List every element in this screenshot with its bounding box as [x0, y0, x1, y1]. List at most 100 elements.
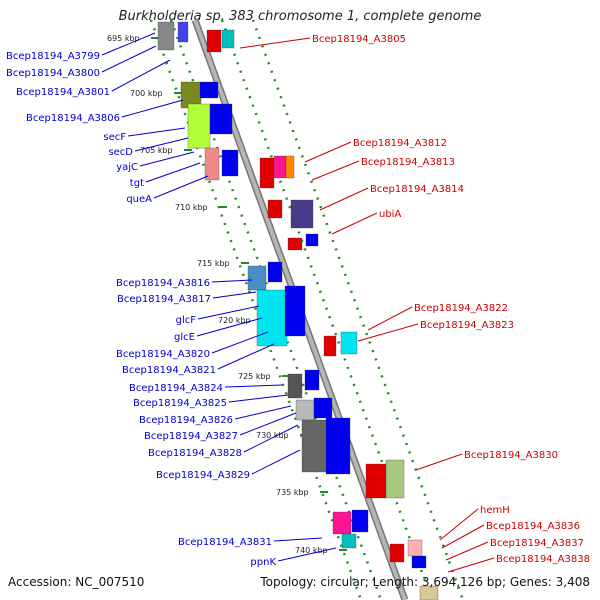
gene-arrow [351, 509, 369, 533]
left-leader-line [277, 547, 337, 562]
left-gene-label: Bcep18194_A3800 [6, 68, 100, 79]
left-gene-label: Bcep18194_A3829 [156, 470, 250, 481]
left-gene-label: Bcep18194_A3801 [16, 87, 110, 98]
left-gene-label: ppnK [250, 557, 276, 568]
gene-block [204, 147, 220, 181]
left-gene-label: Bcep18194_A3799 [6, 51, 100, 62]
right-track-outer [251, 19, 465, 600]
kbp-label: 710 kbp [175, 203, 208, 212]
right-leader-line [415, 453, 463, 471]
left-leader-line [121, 99, 184, 118]
gene-arrow [305, 233, 319, 247]
gene-block [187, 103, 211, 149]
gene-block [256, 289, 288, 347]
right-leader-line [439, 508, 479, 541]
right-leader-line [304, 141, 352, 163]
right-gene-label: Bcep18194_A3812 [353, 138, 447, 149]
gene-block-r [285, 155, 295, 179]
left-track-inner [169, 19, 383, 600]
left-gene-label: Bcep18194_A3816 [116, 278, 210, 289]
topology-label: Topology: circular; Length: 3,694,126 bp… [260, 575, 590, 589]
kbp-label: 715 kbp [197, 259, 230, 268]
gene-arrow [313, 397, 333, 419]
gene-block-r [419, 585, 439, 600]
gene-block-r [273, 155, 287, 179]
right-gene-label: Bcep18194_A3838 [496, 554, 590, 565]
gene-block-r [385, 459, 405, 499]
right-gene-label: Bcep18194_A3813 [361, 157, 455, 168]
right-leader-line [445, 541, 489, 561]
gene-arrow [177, 21, 189, 43]
left-gene-label: Bcep18194_A3828 [148, 448, 242, 459]
right-leader-line [239, 37, 311, 49]
left-leader-line [273, 537, 323, 542]
accession-label: Accession: NC_007510 [8, 575, 145, 589]
gene-block [295, 399, 315, 421]
gene-block-r [221, 29, 235, 49]
left-leader-line [239, 412, 297, 436]
gene-arrow-r [267, 199, 283, 219]
left-leader-line [243, 424, 299, 453]
left-leader-line [153, 175, 209, 199]
kbp-label: 695 kbp [107, 34, 140, 43]
right-leader-line [331, 212, 378, 235]
gene-block [332, 511, 352, 535]
right-leader-line [311, 160, 360, 181]
left-gene-label: Bcep18194_A3827 [144, 431, 238, 442]
gene-arrow-r [206, 29, 222, 53]
right-gene-label: Bcep18194_A3837 [490, 538, 584, 549]
left-leader-line [212, 291, 257, 299]
left-leader-line [101, 32, 156, 56]
left-leader-line [217, 343, 275, 370]
left-leader-line [211, 279, 253, 283]
gene-arrow-r [365, 463, 387, 499]
left-leader-line [145, 162, 201, 183]
left-gene-label: secF [103, 132, 126, 143]
left-gene-label: Bcep18194_A3824 [129, 383, 223, 394]
left-gene-label: Bcep18194_A3826 [139, 415, 233, 426]
right-gene-label: Bcep18194_A3822 [414, 303, 508, 314]
left-gene-label: yajC [116, 162, 138, 173]
gene-arrow [284, 285, 306, 337]
right-track-inner [220, 19, 434, 600]
left-gene-label: Bcep18194_A3825 [133, 398, 227, 409]
left-leader-line [111, 59, 171, 92]
left-gene-label: Bcep18194_A3806 [26, 113, 120, 124]
left-gene-label: Bcep18194_A3817 [117, 294, 211, 305]
left-leader-line [251, 449, 301, 475]
right-gene-label: Bcep18194_A3830 [464, 450, 558, 461]
left-leader-line [134, 137, 189, 152]
gene-arrow-r [323, 335, 337, 357]
right-gene-label: Bcep18194_A3814 [370, 184, 464, 195]
gene-block [287, 373, 303, 399]
left-gene-label: queA [126, 194, 152, 205]
left-leader-line [196, 317, 263, 337]
gene-arrow [411, 555, 427, 569]
left-gene-label: Bcep18194_A3821 [122, 365, 216, 376]
left-leader-line [197, 305, 260, 320]
right-gene-label: Bcep18194_A3823 [420, 320, 514, 331]
gene-arrow [325, 417, 351, 475]
gene-block [247, 265, 267, 291]
left-gene-label: secD [108, 147, 133, 158]
right-gene-label: Bcep18194_A3836 [486, 521, 580, 532]
map-title: Burkholderia sp. 383 chromosome 1, compl… [118, 9, 482, 24]
gene-arrow [199, 81, 219, 99]
gene-block-r [340, 331, 358, 355]
left-leader-line [234, 405, 292, 420]
kbp-label: 720 kbp [218, 316, 251, 325]
right-gene-label: Bcep18194_A3805 [312, 34, 406, 45]
gene-arrow-r [287, 237, 303, 251]
gene-arrow [304, 369, 320, 391]
right-leader-line [319, 187, 369, 211]
gene-block [341, 533, 357, 549]
gene-arrow-r [389, 543, 405, 563]
right-leader-line [441, 524, 485, 549]
left-leader-line [224, 384, 283, 388]
gene-arrow [267, 261, 283, 283]
gene-block-r [407, 539, 423, 557]
kbp-label: 740 kbp [295, 546, 328, 555]
right-leader-line [357, 323, 419, 342]
gene-block-r [290, 199, 314, 229]
